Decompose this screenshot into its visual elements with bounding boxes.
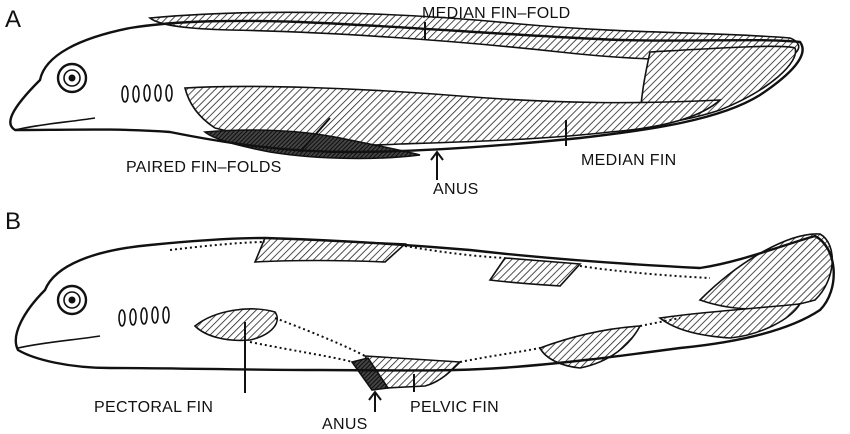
mouth-b <box>17 335 101 349</box>
label-anus-b: ANUS <box>322 416 368 433</box>
pelvic-fin-dark-b <box>350 357 390 391</box>
eye-a <box>56 62 88 94</box>
caudal-fin-upper-b <box>698 233 833 310</box>
pelvic-fin-b <box>363 355 462 389</box>
mouth-a <box>14 117 96 131</box>
gill-slits-b <box>118 306 170 327</box>
label-median-fin: MEDIAN FIN <box>581 152 676 169</box>
gill-slits-a <box>121 84 173 103</box>
panel-b: B <box>5 208 835 433</box>
body-outline-a <box>9 19 804 154</box>
arrowhead-anus-a <box>430 150 444 161</box>
arrowhead-anus-b <box>368 390 382 401</box>
label-anus-a: ANUS <box>433 181 479 198</box>
label-median-fin-fold: MEDIAN FIN–FOLD <box>422 5 571 22</box>
caudal-fin-lower-b <box>658 303 802 339</box>
anal-fin-b <box>538 325 642 369</box>
label-pectoral-fin: PECTORAL FIN <box>94 399 213 416</box>
eye-b <box>56 284 88 316</box>
dotted-fold-dorsal-b <box>169 241 711 279</box>
panel-a-letter: A <box>5 6 21 33</box>
pointer-paired-fin-folds <box>299 117 331 153</box>
body-outline-b <box>14 234 835 372</box>
dotted-fold-ventral-b <box>274 317 681 363</box>
second-dorsal-fin-b <box>488 257 582 287</box>
panel-a: A MED <box>5 5 804 198</box>
panel-b-letter: B <box>5 208 21 235</box>
dotted-fold-lower-b <box>249 341 353 363</box>
label-paired-fin-folds: PAIRED FIN–FOLDS <box>126 159 282 176</box>
pectoral-fin-b <box>193 308 278 342</box>
label-pelvic-fin: PELVIC FIN <box>410 399 499 416</box>
first-dorsal-fin-b <box>253 237 407 263</box>
